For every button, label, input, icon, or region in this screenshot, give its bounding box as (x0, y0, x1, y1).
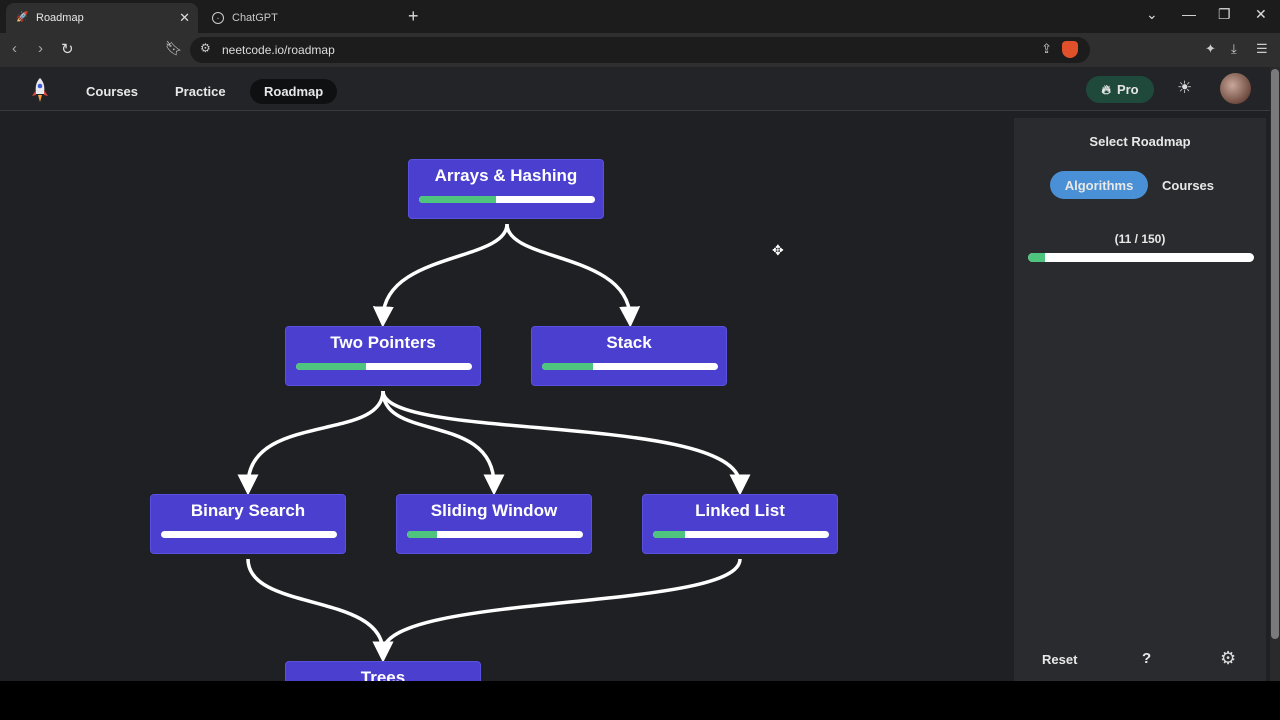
node-progress (419, 196, 595, 203)
edge-twopointers-linked (381, 390, 751, 496)
edge-arrays-stack (505, 223, 641, 328)
address-toolbar: ‹ › ↻ 🔖︎ ⚙︎ neetcode.io/roadmap ⇪ ✦ ⤓ ☰ (0, 33, 1280, 67)
avatar[interactable] (1220, 73, 1251, 104)
page-scrollbar[interactable] (1270, 67, 1280, 681)
move-cursor-icon: ✥ (772, 242, 784, 258)
extensions-icon[interactable]: ✦ (1205, 41, 1216, 56)
node-stack[interactable]: Stack (531, 326, 727, 386)
restore-icon[interactable]: ❐ (1218, 6, 1231, 22)
edge-binary-trees (246, 558, 394, 663)
bookmark-icon[interactable]: 🔖︎ (165, 40, 183, 56)
url-text: neetcode.io/roadmap (222, 43, 335, 57)
nav-courses[interactable]: Courses (86, 84, 139, 99)
node-progress (653, 531, 829, 538)
node-sliding-window[interactable]: Sliding Window (396, 494, 592, 554)
back-icon[interactable]: ‹ (12, 40, 17, 57)
tab-title: Roadmap (36, 12, 84, 24)
share-icon[interactable]: ⇪ (1041, 41, 1052, 56)
panel-title: Select Roadmap (1089, 134, 1191, 149)
node-title: Sliding Window (430, 501, 558, 520)
node-trees[interactable]: Trees (285, 661, 481, 681)
node-title: Arrays & Hashing (434, 166, 578, 185)
reload-icon[interactable]: ↻ (61, 41, 74, 58)
close-tab-icon[interactable]: ✕ (179, 10, 190, 25)
node-progress (542, 363, 718, 370)
nav-practice[interactable]: Practice (175, 84, 226, 99)
tab-roadmap[interactable]: 🚀 Roadmap ✕ (6, 3, 198, 33)
chatgpt-favicon-icon: · (212, 12, 224, 24)
pro-label: Pro (1116, 82, 1139, 97)
node-title: Binary Search (190, 501, 306, 520)
neetcode-page: Courses Practice Roadmap 🔥︎ Pro ☀ (0, 67, 1280, 681)
edge-linked-trees (372, 558, 742, 663)
node-progress (161, 531, 337, 538)
brave-shields-icon[interactable] (1062, 41, 1078, 58)
segment-courses[interactable]: Courses (1161, 177, 1215, 193)
url-field[interactable]: ⚙︎ neetcode.io/roadmap ⇪ (190, 37, 1090, 63)
rocket-logo-icon[interactable] (30, 77, 50, 103)
window-close-icon[interactable]: ✕ (1255, 6, 1267, 22)
browser-tab-bar: 🚀 Roadmap ✕ · ChatGPT + ⌄ — ❐ ✕ (0, 0, 1280, 33)
edge-twopointers-sliding (381, 390, 505, 496)
node-title: Trees (360, 668, 406, 681)
node-title: Stack (606, 333, 652, 352)
menu-icon[interactable]: ☰ (1256, 41, 1268, 56)
site-settings-icon[interactable]: ⚙︎ (200, 41, 211, 55)
node-progress (296, 363, 472, 370)
edge-twopointers-binary (237, 390, 385, 496)
roadmap-side-panel: Select Roadmap Algorithms Courses (11 / … (1014, 118, 1266, 681)
minimize-icon[interactable]: — (1182, 6, 1196, 22)
edge-arrays-twopointers (372, 223, 509, 328)
overall-progress-bar (1028, 253, 1254, 262)
roadmap-canvas[interactable]: Arrays & Hashing Two Pointers Stack Bina… (0, 112, 1014, 681)
rocket-favicon-icon: 🚀 (16, 12, 29, 23)
tab-title: ChatGPT (232, 12, 278, 24)
segment-algorithms[interactable]: Algorithms (1050, 171, 1148, 199)
roadmap-edges (237, 223, 751, 663)
node-title: Two Pointers (330, 333, 436, 352)
tab-list-chevron-icon[interactable]: ⌄ (1146, 6, 1158, 22)
node-two-pointers[interactable]: Two Pointers (285, 326, 481, 386)
video-letterbox (0, 681, 1280, 720)
flame-icon: 🔥︎ (1101, 81, 1111, 97)
nav-roadmap[interactable]: Roadmap (250, 79, 338, 104)
node-arrays-hashing[interactable]: Arrays & Hashing (408, 159, 604, 219)
tab-chatgpt[interactable]: · ChatGPT (206, 3, 396, 33)
progress-count: (11 / 150) (1114, 232, 1166, 246)
scrollbar-thumb[interactable] (1271, 69, 1279, 639)
gear-icon[interactable]: ⚙ (1220, 648, 1237, 668)
pro-button[interactable]: 🔥︎ Pro (1086, 76, 1154, 103)
node-linked-list[interactable]: Linked List (642, 494, 838, 554)
node-binary-search[interactable]: Binary Search (150, 494, 346, 554)
downloads-icon[interactable]: ⤓ (1231, 41, 1237, 56)
help-button[interactable]: ? (1142, 650, 1152, 667)
site-navbar: Courses Practice Roadmap 🔥︎ Pro ☀ (0, 67, 1270, 111)
forward-icon[interactable]: › (38, 40, 43, 57)
reset-button[interactable]: Reset (1042, 652, 1078, 667)
node-title: Linked List (695, 501, 785, 520)
node-progress (407, 531, 583, 538)
new-tab-icon[interactable]: + (408, 6, 419, 26)
sun-icon[interactable]: ☀ (1177, 78, 1193, 97)
